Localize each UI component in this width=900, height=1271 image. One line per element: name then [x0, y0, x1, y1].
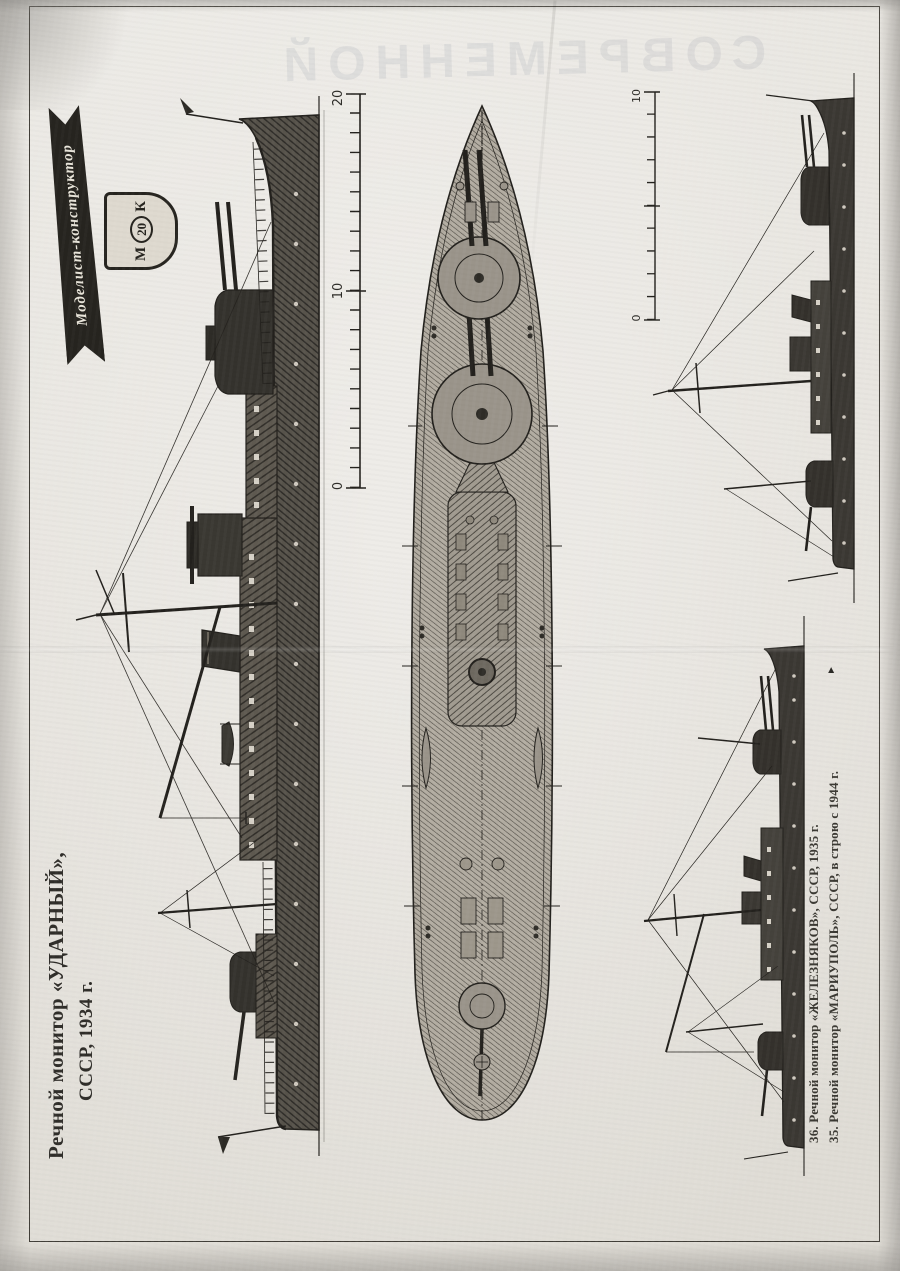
davit-ticks	[402, 425, 562, 907]
portholes	[293, 191, 299, 1087]
scale-small-label-10: 10	[630, 89, 643, 103]
paper-edge-right	[878, 0, 900, 1271]
plan-aft-fittings	[458, 857, 506, 1097]
paper-fold-line	[0, 646, 900, 653]
scale-main-label-20: 20	[331, 90, 346, 107]
scale-main-label-0: 0	[331, 482, 346, 490]
bollards	[419, 325, 545, 939]
deck-railings	[252, 141, 275, 1115]
flagstaffs	[180, 98, 287, 1154]
paper-edge-top	[0, 0, 900, 12]
scale-bar-small: 0 10	[630, 89, 660, 322]
main-caption-line1: Речной монитор «УДАРНЫЙ»,	[44, 851, 68, 1159]
scale-bar-main: 0 10 20	[331, 90, 366, 490]
side-superstructure	[186, 385, 278, 1081]
paper-edge-bottom	[0, 1243, 900, 1271]
plan-view-drawing	[402, 104, 562, 1121]
mast-and-rigging	[75, 221, 278, 1005]
main-gun-turret	[205, 201, 274, 395]
profile-zheleznyakov-drawing	[652, 73, 855, 603]
plan-superstructure	[447, 451, 517, 727]
plan-bow-fittings	[455, 112, 509, 223]
side-windows	[249, 406, 259, 848]
caption-35: 35. Речной монитор «МАРИУПОЛЬ», СССР, в …	[826, 770, 841, 1143]
profile-mariupol-drawing	[643, 616, 805, 1176]
side-view-drawing	[75, 96, 325, 1156]
captions-block: 36. Речной монитор «ЖЕЛЕЗНЯКОВ», СССР, 1…	[804, 683, 844, 1143]
plan-boats	[421, 726, 543, 790]
paper-edge-left	[0, 0, 30, 1271]
scale-small-label-0: 0	[630, 315, 643, 322]
caption-arrow-icon: ►	[826, 665, 837, 675]
caption-36: 36. Речной монитор «ЖЕЛЕЗНЯКОВ», СССР, 1…	[806, 824, 821, 1143]
scale-main-label-10: 10	[331, 283, 346, 300]
